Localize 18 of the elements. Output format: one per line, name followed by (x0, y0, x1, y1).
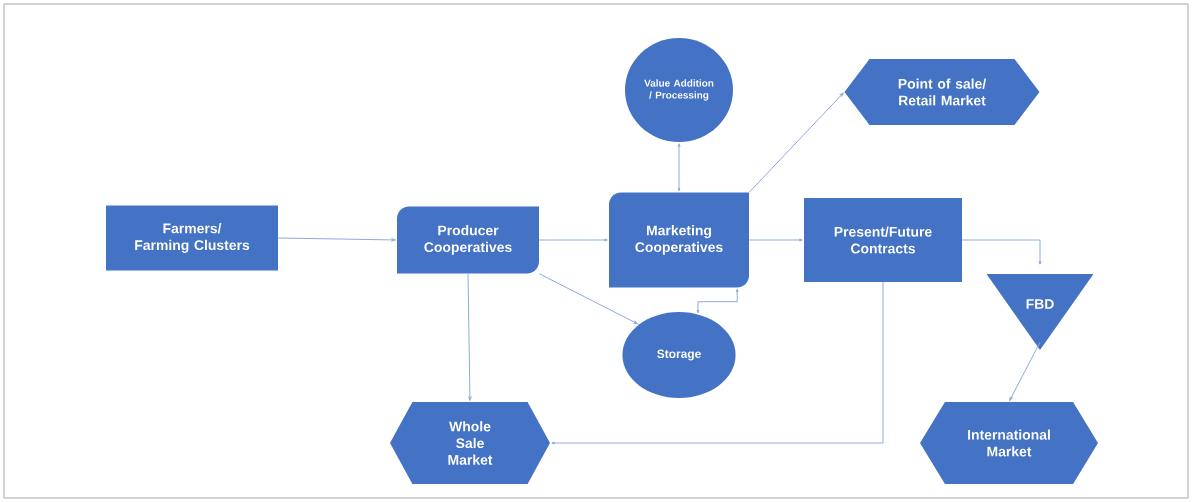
arrow (538, 273, 638, 325)
hexagon-box: Whole Sale Market (390, 402, 550, 484)
hexagon-box: International Market (920, 402, 1098, 484)
arrow (467, 273, 472, 401)
hexagon-box: Point of sale/ Retail Market (844, 59, 1040, 125)
process-box: Producer Cooperatives (397, 206, 539, 274)
arrow (277, 237, 396, 242)
arrow (696, 288, 739, 314)
process-box: Present/Future Contracts (804, 198, 962, 282)
process-box: Marketing Cooperatives (609, 192, 749, 288)
arrow (1009, 341, 1041, 401)
arrow (538, 238, 608, 242)
process-box: Farmers/ Farming Clusters (106, 205, 278, 271)
arrow (748, 238, 803, 242)
arrow (551, 281, 884, 445)
arrow (677, 143, 681, 192)
arrow (748, 92, 844, 193)
arrow (961, 239, 1042, 265)
